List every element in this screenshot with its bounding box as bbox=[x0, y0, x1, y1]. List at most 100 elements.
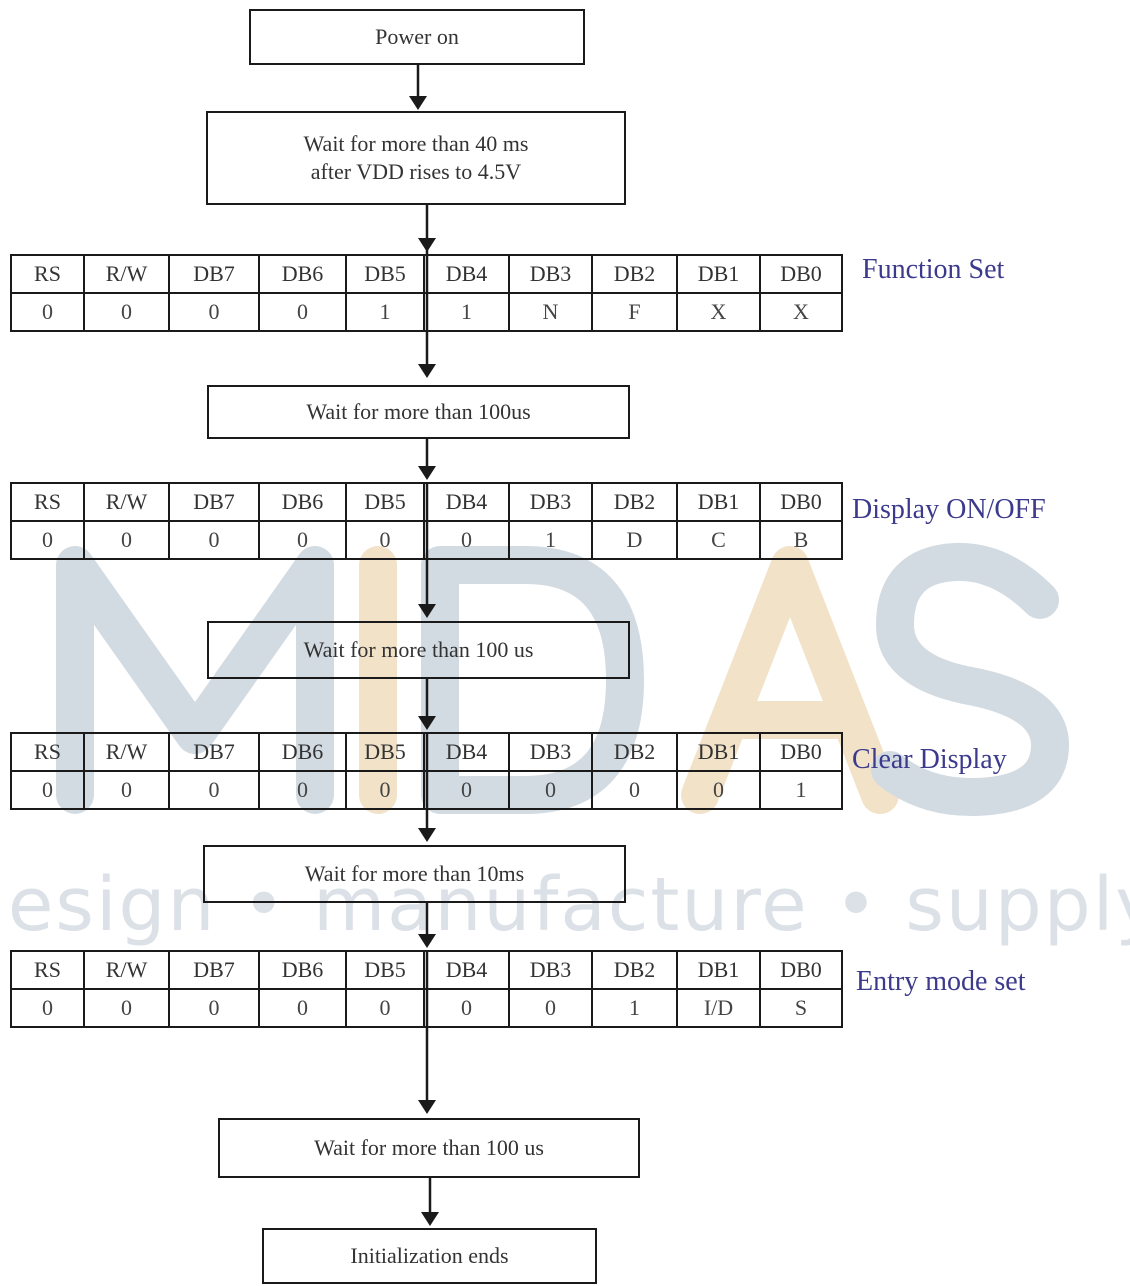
value-db2: F bbox=[591, 292, 678, 332]
register-header-row: RS R/W DB7 DB6 DB5 DB4 DB3 DB2 DB1 DB0 bbox=[10, 254, 843, 294]
wait-40ms-line-1: Wait for more than 40 ms bbox=[303, 131, 529, 156]
value-db3: N bbox=[508, 292, 593, 332]
value-db1: C bbox=[676, 520, 761, 560]
arrow-head bbox=[418, 934, 436, 948]
register-table-entry-mode-set: RS R/W DB7 DB6 DB5 DB4 DB3 DB2 DB1 DB0 0… bbox=[10, 950, 843, 1028]
value-db7: 0 bbox=[168, 770, 260, 810]
header-db7: DB7 bbox=[168, 732, 260, 772]
value-rw: 0 bbox=[83, 292, 170, 332]
register-value-row: 0 0 0 0 0 0 0 1 I/D S bbox=[10, 988, 843, 1028]
value-db4: 1 bbox=[423, 292, 510, 332]
register-value-row: 0 0 0 0 0 0 0 0 0 1 bbox=[10, 770, 843, 810]
value-db7: 0 bbox=[168, 520, 260, 560]
header-db6: DB6 bbox=[258, 950, 347, 990]
header-db0: DB0 bbox=[759, 254, 843, 294]
value-db6: 0 bbox=[258, 988, 347, 1028]
command-label-function-set: Function Set bbox=[862, 254, 1005, 285]
header-rs: RS bbox=[10, 732, 85, 772]
header-rw: R/W bbox=[83, 732, 170, 772]
wait-10ms-label: Wait for more than 10ms bbox=[304, 861, 525, 886]
power-on-label: Power on bbox=[375, 24, 459, 49]
header-rw: R/W bbox=[83, 254, 170, 294]
wait-100us-box-1: Wait for more than 100us bbox=[207, 385, 630, 439]
arrow-head bbox=[418, 466, 436, 480]
value-rs: 0 bbox=[10, 770, 85, 810]
header-db4: DB4 bbox=[423, 482, 510, 522]
arrow-head bbox=[418, 716, 436, 730]
value-rs: 0 bbox=[10, 292, 85, 332]
header-db3: DB3 bbox=[508, 254, 593, 294]
header-db1: DB1 bbox=[676, 482, 761, 522]
value-db1: X bbox=[676, 292, 761, 332]
value-db4: 0 bbox=[423, 988, 510, 1028]
value-db2: D bbox=[591, 520, 678, 560]
value-db4: 0 bbox=[423, 770, 510, 810]
value-rw: 0 bbox=[83, 988, 170, 1028]
header-db0: DB0 bbox=[759, 950, 843, 990]
header-db3: DB3 bbox=[508, 482, 593, 522]
value-db0: S bbox=[759, 988, 843, 1028]
header-db7: DB7 bbox=[168, 254, 260, 294]
value-db4: 0 bbox=[423, 520, 510, 560]
wait-100us-box-2: Wait for more than 100 us bbox=[207, 621, 630, 679]
header-db0: DB0 bbox=[759, 482, 843, 522]
command-label-entry-mode-set: Entry mode set bbox=[856, 966, 1026, 997]
arrow-head bbox=[421, 1212, 439, 1226]
wait-40ms-box: Wait for more than 40 ms after VDD rises… bbox=[206, 111, 626, 205]
header-db4: DB4 bbox=[423, 950, 510, 990]
header-db7: DB7 bbox=[168, 950, 260, 990]
wait-40ms-line-2: after VDD rises to 4.5V bbox=[310, 159, 522, 184]
header-db6: DB6 bbox=[258, 732, 347, 772]
arrow-head bbox=[418, 604, 436, 618]
value-rs: 0 bbox=[10, 520, 85, 560]
register-table-function-set: RS R/W DB7 DB6 DB5 DB4 DB3 DB2 DB1 DB0 0… bbox=[10, 254, 843, 332]
value-rw: 0 bbox=[83, 520, 170, 560]
header-db2: DB2 bbox=[591, 950, 678, 990]
value-db3: 0 bbox=[508, 770, 593, 810]
value-rs: 0 bbox=[10, 988, 85, 1028]
value-db6: 0 bbox=[258, 770, 347, 810]
command-label-clear-display: Clear Display bbox=[852, 744, 1007, 775]
value-db5: 1 bbox=[345, 292, 425, 332]
register-table-clear-display: RS R/W DB7 DB6 DB5 DB4 DB3 DB2 DB1 DB0 0… bbox=[10, 732, 843, 810]
power-on-box: Power on bbox=[249, 9, 585, 65]
value-db6: 0 bbox=[258, 520, 347, 560]
value-db2: 1 bbox=[591, 988, 678, 1028]
header-db5: DB5 bbox=[345, 732, 425, 772]
header-db1: DB1 bbox=[676, 950, 761, 990]
header-rs: RS bbox=[10, 482, 85, 522]
header-db1: DB1 bbox=[676, 732, 761, 772]
register-table-display-on-off: RS R/W DB7 DB6 DB5 DB4 DB3 DB2 DB1 DB0 0… bbox=[10, 482, 843, 560]
register-header-row: RS R/W DB7 DB6 DB5 DB4 DB3 DB2 DB1 DB0 bbox=[10, 732, 843, 772]
value-db0: X bbox=[759, 292, 843, 332]
wait-10ms-box: Wait for more than 10ms bbox=[203, 845, 626, 903]
value-db1: I/D bbox=[676, 988, 761, 1028]
command-label-display-on-off: Display ON/OFF bbox=[852, 494, 1046, 525]
wait-100us-label-3: Wait for more than 100 us bbox=[314, 1135, 544, 1160]
value-db5: 0 bbox=[345, 988, 425, 1028]
register-value-row: 0 0 0 0 0 0 1 D C B bbox=[10, 520, 843, 560]
value-db3: 0 bbox=[508, 988, 593, 1028]
wait-100us-label-2: Wait for more than 100 us bbox=[303, 637, 534, 662]
register-value-row: 0 0 0 0 1 1 N F X X bbox=[10, 292, 843, 332]
wait-100us-label-1: Wait for more than 100us bbox=[306, 399, 531, 424]
value-db1: 0 bbox=[676, 770, 761, 810]
header-db7: DB7 bbox=[168, 482, 260, 522]
header-db1: DB1 bbox=[676, 254, 761, 294]
header-db4: DB4 bbox=[423, 732, 510, 772]
value-rw: 0 bbox=[83, 770, 170, 810]
value-db7: 0 bbox=[168, 292, 260, 332]
header-db6: DB6 bbox=[258, 482, 347, 522]
header-db5: DB5 bbox=[345, 950, 425, 990]
header-db0: DB0 bbox=[759, 732, 843, 772]
header-db2: DB2 bbox=[591, 482, 678, 522]
arrow-head bbox=[418, 828, 436, 842]
header-db6: DB6 bbox=[258, 254, 347, 294]
initialization-ends-box: Initialization ends bbox=[262, 1228, 597, 1284]
value-db5: 0 bbox=[345, 770, 425, 810]
arrow-head bbox=[418, 1100, 436, 1114]
arrow-head bbox=[409, 96, 427, 110]
header-rw: R/W bbox=[83, 482, 170, 522]
header-db5: DB5 bbox=[345, 482, 425, 522]
header-db4: DB4 bbox=[423, 254, 510, 294]
